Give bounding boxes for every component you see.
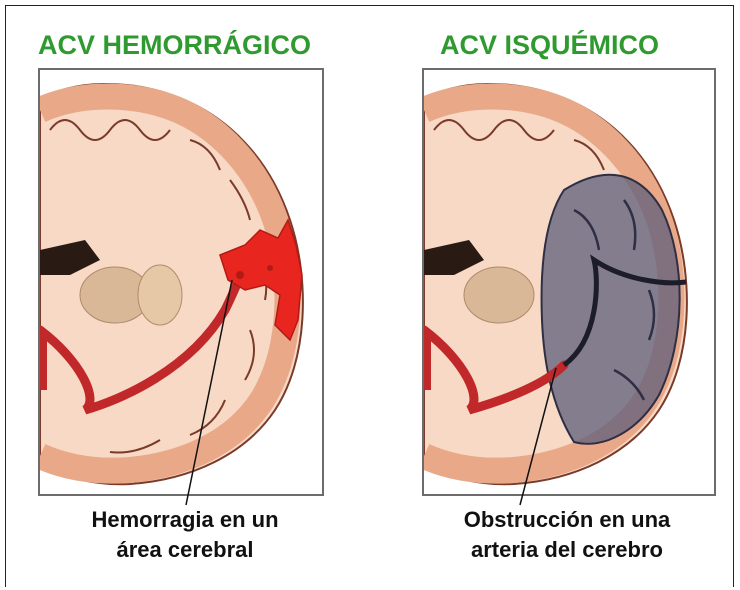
hemorrhage-area (219, 218, 303, 342)
caption-ischemic-line2: arteria del cerebro (471, 537, 663, 562)
basal-ganglia (463, 266, 535, 324)
caption-ischemic-line1: Obstrucción en una (463, 507, 671, 532)
caption-ischemic: Obstrucción en una arteria del cerebro (432, 505, 702, 565)
brain-hemorrhagic-illustration (40, 82, 304, 486)
panel-ischemic (422, 68, 716, 496)
ventricle (424, 240, 484, 275)
title-hemorrhagic: ACV HEMORRÁGICO (38, 30, 312, 60)
occluded-artery-branch (562, 254, 687, 368)
panel-hemorrhagic (38, 68, 324, 496)
ischemic-area (540, 173, 681, 445)
figure-frame (5, 5, 734, 587)
brain-ischemic-illustration (424, 82, 688, 486)
title-ischemic: ACV ISQUÉMICO (440, 30, 660, 60)
caption-hemorrhagic-line2: área cerebral (116, 537, 254, 562)
caption-hemorrhagic: Hemorragia en un área cerebral (60, 505, 310, 565)
sulci-lines (433, 119, 605, 171)
artery (40, 265, 250, 415)
caption-hemorrhagic-line1: Hemorragia en un (91, 507, 279, 532)
ventricle (40, 240, 100, 275)
